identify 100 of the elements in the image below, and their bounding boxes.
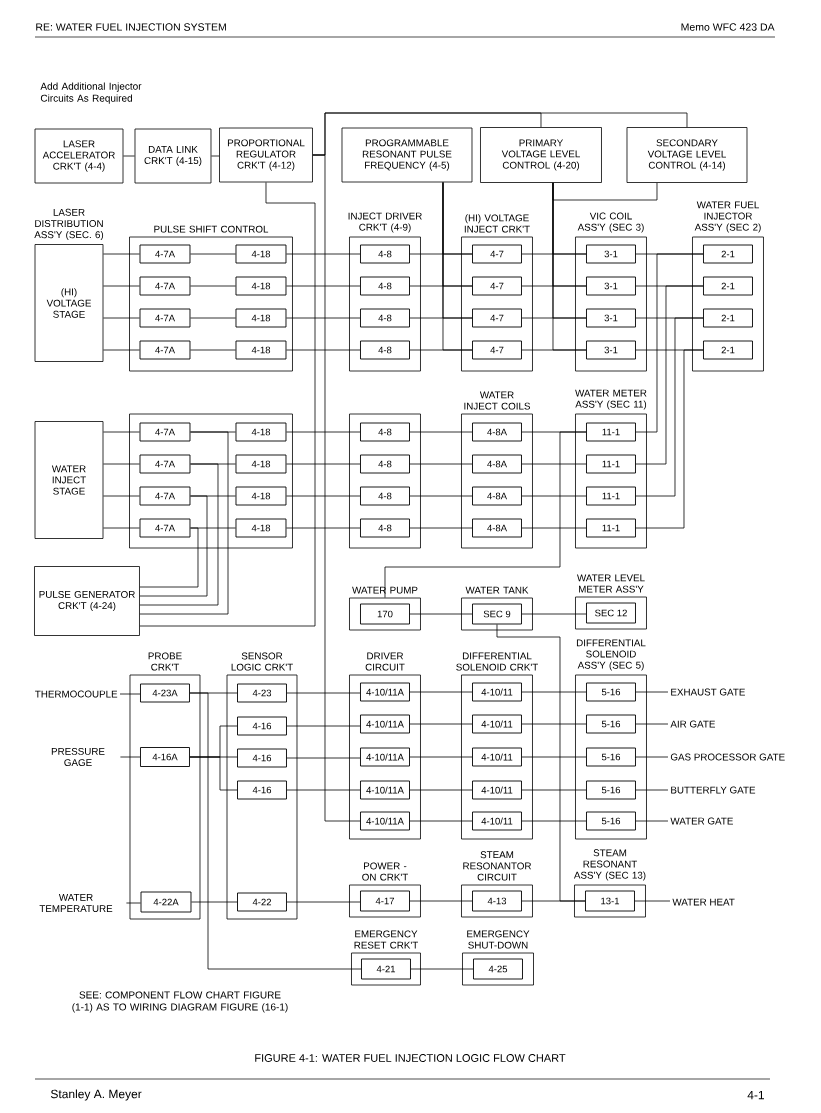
wire (635, 820, 669, 822)
wire (521, 253, 587, 255)
component-box: 4-10/11A (360, 714, 410, 734)
wire (286, 463, 361, 465)
component-box: 4-8 (360, 422, 410, 442)
signal-label: BUTTERFLY GATE (671, 786, 756, 794)
component-box: 4-8 (360, 518, 410, 538)
wire (103, 495, 140, 497)
component-box: 4-7A (139, 518, 191, 538)
component-box: 3-1 (586, 308, 636, 328)
wire (139, 182, 316, 627)
wire (286, 349, 361, 351)
wire (139, 431, 229, 615)
wire (286, 431, 361, 433)
component-box: 5-16 (586, 811, 636, 831)
wire (286, 495, 361, 497)
node-label: VIC COIL ASS'Y (SEC 3) (577, 212, 644, 233)
component-box: 4-22A (140, 891, 192, 913)
component-box: 4-18 (235, 276, 287, 296)
circuit-box: PRIMARY VOLTAGE LEVEL CONTROL (4-20) (480, 127, 602, 183)
node-label: EMERGENCY RESET CRK'T (354, 930, 419, 949)
wire (286, 757, 361, 759)
component-box: 4-8 (360, 486, 410, 506)
component-box: 4-7A (139, 308, 191, 328)
wire (635, 723, 669, 725)
component-box: 11-1 (586, 422, 636, 442)
component-box: 11-1 (586, 454, 636, 474)
signal-label: PRESSURE GAGE (51, 747, 105, 767)
wire (384, 431, 587, 598)
signal-label: THERMOCOUPLE (35, 690, 118, 698)
wire (521, 317, 587, 319)
component-box: 4-21 (361, 958, 411, 980)
wire (139, 495, 208, 597)
wire (410, 968, 474, 970)
wire (103, 285, 140, 287)
wire (409, 285, 473, 287)
wire (521, 723, 587, 725)
component-box: 4-8A (472, 486, 522, 506)
wire (409, 317, 473, 319)
component-box: 4-7A (139, 340, 191, 360)
component-box: 4-10/11 (472, 714, 522, 734)
signal-label: AIR GATE (670, 720, 715, 728)
component-box: 5-16 (586, 682, 636, 702)
component-box: 11-1 (586, 486, 636, 506)
wire (409, 756, 473, 758)
wire (635, 349, 704, 529)
component-box: 4-10/11A (360, 682, 410, 702)
component-box: 4-8 (360, 276, 410, 296)
wire (409, 431, 473, 433)
module-box (349, 413, 421, 549)
circuit-box: PULSE GENERATOR CRK'T (4-24) (34, 566, 140, 636)
component-box: 4-18 (235, 308, 287, 328)
memo-number: Memo WFC 423 DA (681, 23, 775, 31)
component-box: 13-1 (585, 890, 635, 912)
wire (286, 285, 361, 287)
wire (190, 253, 236, 255)
component-box: 4-16 (237, 748, 287, 768)
component-box: 2-1 (703, 244, 753, 264)
component-box: 4-8 (360, 340, 410, 360)
header-title: RE: WATER FUEL INJECTION SYSTEM (36, 23, 226, 31)
component-box: 4-7 (472, 244, 522, 264)
wire (139, 527, 199, 588)
component-box: 4-18 (235, 340, 287, 360)
wire (103, 253, 140, 255)
node-label: WATER PUMP (352, 586, 418, 594)
component-box: 5-16 (586, 714, 636, 734)
component-box: 11-1 (586, 518, 636, 538)
component-box: 4-10/11 (472, 811, 522, 831)
circuit-box: LASER ACCELERATOR CRK'T (4-4) (34, 128, 124, 184)
wire (409, 253, 473, 255)
node-label: DIFFERENTIAL SOLENOID ASS'Y (SEC 5) (576, 639, 646, 671)
component-box: 4-18 (235, 454, 287, 474)
component-box: SEC 12 (586, 602, 636, 624)
component-box: 4-10/11 (472, 747, 522, 767)
figure-caption: FIGURE 4-1: WATER FUEL INJECTION LOGIC FLOW CHART (255, 1054, 566, 1062)
component-box: 4-7A (139, 454, 191, 474)
wire (286, 789, 361, 791)
wire (521, 527, 587, 529)
module-box: LASER DISTRIBUTION ASS'Y (SEC. 6) (HI) VOLTAGE STAGE (34, 208, 104, 362)
component-box: 4-8 (360, 454, 410, 474)
component-box: 4-7 (472, 308, 522, 328)
circuit-box: DATA LINK CRK'T (4-15) (134, 128, 212, 184)
author-name: Stanley A. Meyer (50, 1089, 142, 1101)
node-label: WATER TANK (465, 586, 529, 594)
wire (635, 691, 669, 693)
module-box (129, 413, 293, 549)
wire (521, 613, 587, 615)
component-box: 4-18 (235, 518, 287, 538)
component-box: 170 (360, 603, 410, 625)
component-box: 4-13 (472, 890, 522, 912)
wire (312, 154, 361, 822)
signal-label: WATER TEMPERATURE (39, 894, 113, 912)
wire (635, 253, 704, 433)
wire (103, 463, 140, 465)
note: Add Additional Injector Circuits As Required (40, 82, 142, 104)
node-label: PROBE CRK'T (148, 652, 182, 671)
component-box: 4-8 (360, 308, 410, 328)
component-box: 4-7A (139, 422, 191, 442)
wire (521, 285, 587, 287)
node-label: STEAM RESONANTOR CIRCUIT (463, 851, 532, 881)
